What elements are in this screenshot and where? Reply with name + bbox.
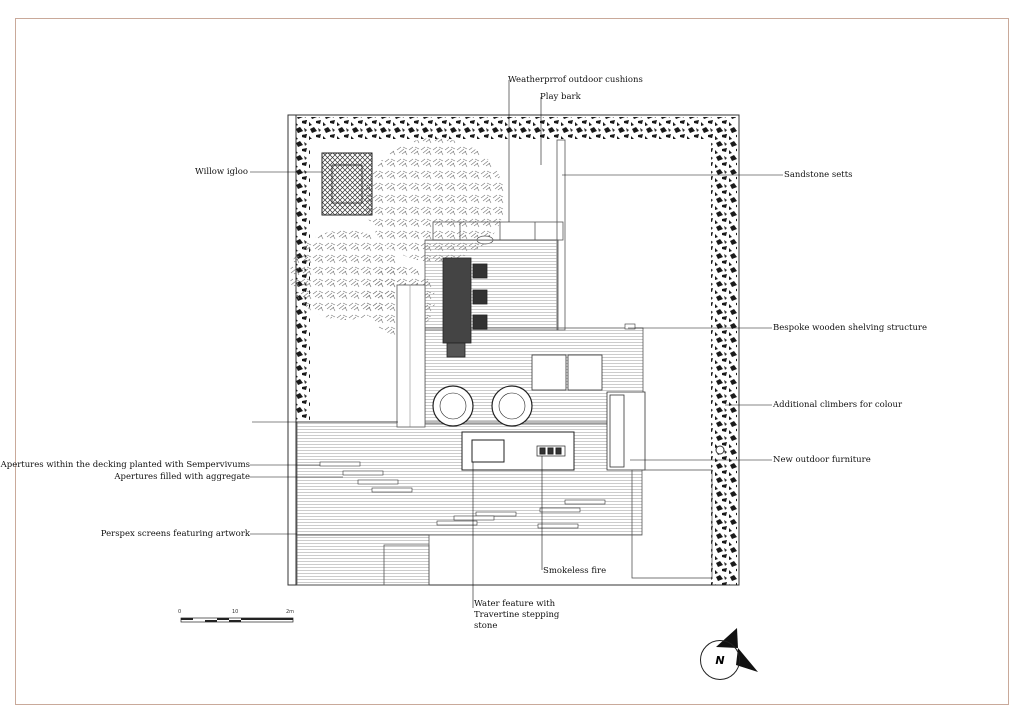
label-play-bark: Play bark <box>540 92 581 102</box>
label-sandstone-setts: Sandstone setts <box>784 170 853 180</box>
water-and-fire-feature <box>461 431 575 471</box>
north-arrow: N <box>700 640 740 680</box>
hedge-top <box>296 117 736 139</box>
hedge-right <box>711 130 737 585</box>
willow-igloo-shape <box>321 152 373 216</box>
step <box>383 544 430 586</box>
outdoor-furniture-sofa <box>606 391 646 471</box>
scale-bar <box>180 617 294 623</box>
label-perspex-screens: Perspex screens featuring artwork <box>100 529 250 539</box>
label-apertures-aggregate: Apertures filled with aggregate <box>114 472 250 482</box>
label-outdoor-furniture: New outdoor furniture <box>773 455 871 465</box>
loungers <box>531 354 603 391</box>
scale-label-end: 2m <box>286 609 295 615</box>
dining-set <box>442 257 488 358</box>
decking-apertures <box>319 461 606 529</box>
planter <box>715 445 725 455</box>
label-willow-igloo: Willow igloo <box>195 167 248 177</box>
label-additional-climbers: Additional climbers for colour <box>773 400 903 410</box>
round-chairs <box>432 385 533 427</box>
scale-label-start: 0 <box>178 609 182 615</box>
shelving-structure-shape <box>624 323 636 330</box>
label-water-feature: Water feature with Travertine stepping s… <box>474 599 560 631</box>
lower-right-bed <box>631 469 713 579</box>
drawing-sheet-border <box>15 18 1009 705</box>
paving-strip <box>396 284 426 428</box>
scale-label-mid: 10 <box>232 609 239 615</box>
label-shelving-structure: Bespoke wooden shelving structure <box>773 323 928 333</box>
leader-lines <box>250 80 783 608</box>
lower-decking-left <box>296 534 430 586</box>
label-smokeless-fire: Smokeless fire <box>543 566 607 576</box>
label-apertures-sempervivums: Apertures within the decking planted wit… <box>0 460 250 470</box>
label-weatherproof-cushions: Weatherprrof outdoor cushions <box>508 75 643 85</box>
